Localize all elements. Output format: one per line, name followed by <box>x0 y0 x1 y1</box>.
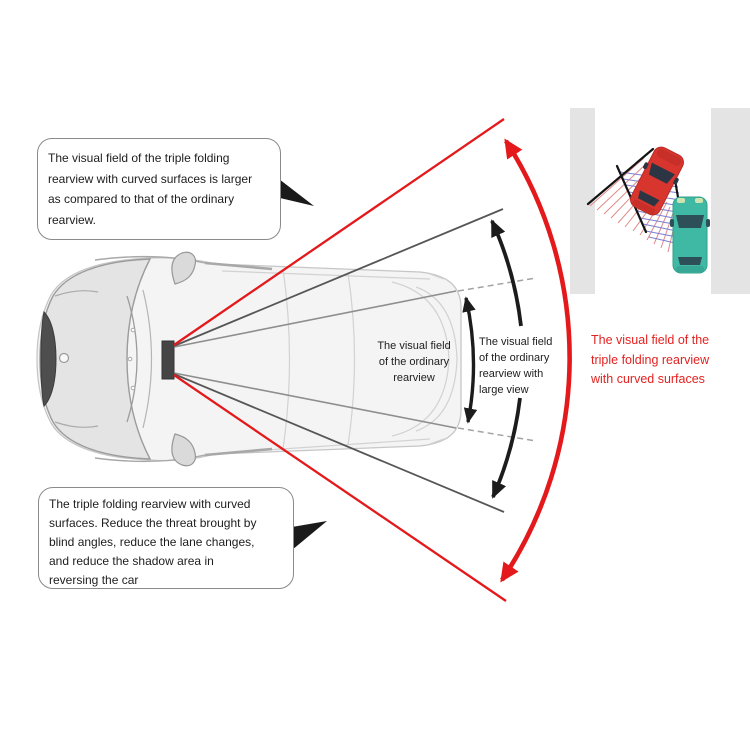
field-line-ordinary-top <box>173 290 457 348</box>
car-emblem <box>58 352 70 364</box>
car-hood <box>39 258 152 460</box>
car-door-mirror-bottom <box>171 433 197 467</box>
car-wiper-ticks <box>127 327 136 391</box>
car-headlight-seams <box>54 290 99 428</box>
car-rear-faint-lines <box>221 268 458 454</box>
field-line-large-bottom <box>173 373 505 513</box>
field-line-curved-bottom <box>173 374 507 602</box>
inset-illustration <box>570 108 750 294</box>
callout-tail-bottom <box>292 521 327 550</box>
arc-curved-field <box>500 138 572 583</box>
callout-bottom-left: The triple folding rearview with curved … <box>38 487 294 589</box>
rearview-mirror <box>161 340 175 380</box>
field-line-curved-top <box>173 118 505 346</box>
callout-tail-top <box>279 179 314 206</box>
car-grille <box>40 311 57 407</box>
label-ordinary-large-field: The visual field of the ordinary rearvie… <box>479 336 553 396</box>
field-dash-bottom <box>457 427 537 442</box>
span-arcs <box>462 138 572 583</box>
field-line-ordinary-bottom <box>173 372 457 429</box>
arc-ordinary-large-lower <box>491 397 522 499</box>
label-ordinary-field: The visual field of the ordinary rearvie… <box>377 340 451 384</box>
field-dash-top <box>457 277 537 292</box>
car-door-mirror-top <box>171 251 197 285</box>
car-windshield <box>126 289 153 429</box>
field-lines <box>173 118 537 602</box>
label-curved-field: The visual field of the triple folding r… <box>591 333 710 386</box>
callout-top-left: The visual field of the triple folding r… <box>37 138 281 240</box>
inset-teal-car <box>670 196 710 274</box>
arc-ordinary-large-upper <box>490 219 523 327</box>
field-line-large-top <box>173 208 504 347</box>
car-top-view <box>36 251 462 467</box>
inset-lane-right <box>711 108 750 294</box>
inset-red-car <box>630 146 684 216</box>
car-body-outline <box>36 257 462 462</box>
arc-ordinary <box>462 296 478 424</box>
